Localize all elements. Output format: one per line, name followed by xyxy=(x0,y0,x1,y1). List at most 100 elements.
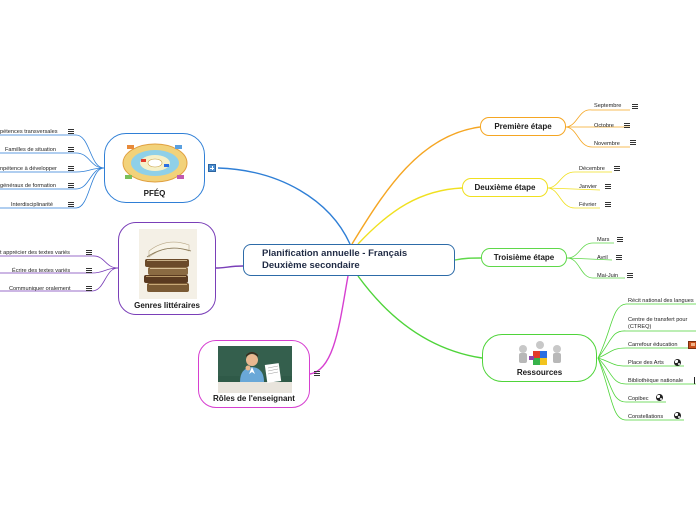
central-title-line2: Deuxième secondaire xyxy=(262,260,360,271)
link-carrefour xyxy=(597,347,696,359)
link-etape3 xyxy=(454,257,482,261)
note-icon[interactable] xyxy=(614,166,620,172)
note-icon[interactable] xyxy=(630,140,636,146)
link-fevrier xyxy=(546,187,600,209)
link-ecrire xyxy=(0,267,119,274)
leaf-constellations[interactable]: Constellations xyxy=(628,414,664,420)
leaf-mai-juin[interactable]: Mai-Juin xyxy=(597,273,619,279)
leaf-recit[interactable]: Récit national des langues xyxy=(628,298,694,304)
topic-genres-litteraires[interactable]: Genres littéraires xyxy=(118,222,216,315)
link-placearts xyxy=(597,357,684,367)
link-copibec xyxy=(597,357,666,403)
note-icon[interactable] xyxy=(68,183,74,189)
note-icon[interactable] xyxy=(616,255,622,261)
leaf-decembre[interactable]: Décembre xyxy=(579,166,605,172)
link-etape1 xyxy=(351,126,481,245)
central-topic[interactable]: Planification annuelle - Français Deuxiè… xyxy=(243,244,455,276)
leaf-lire-apprecier[interactable]: t apprécier des textes variés xyxy=(0,250,70,256)
central-title-line1: Planification annuelle - Français xyxy=(262,248,408,259)
truncated-icon xyxy=(694,377,695,384)
link-maijuin xyxy=(566,257,625,279)
note-icon[interactable] xyxy=(86,250,92,256)
globe-icon[interactable] xyxy=(674,412,681,419)
leaf-familles-situation[interactable]: Familles de situation xyxy=(5,147,56,153)
leaf-avril[interactable]: Avril xyxy=(597,255,608,261)
note-icon[interactable] xyxy=(617,237,623,243)
link-bibliotheque xyxy=(597,357,696,385)
leaf-copibec[interactable]: Copibec xyxy=(628,396,649,402)
link-avril xyxy=(566,257,613,261)
leaf-ecrire[interactable]: Écrire des textes variés xyxy=(12,268,71,274)
books-illustration xyxy=(139,229,197,299)
topic-label: Genres littéraires xyxy=(134,301,200,310)
topic-label: Troisième étape xyxy=(493,253,555,262)
note-icon[interactable] xyxy=(314,371,320,377)
link-communiquer xyxy=(0,267,119,292)
link-ctreq xyxy=(597,330,696,359)
leaf-ctreq-line1[interactable]: Centre de transfert pour xyxy=(628,317,688,323)
pfeq-wheel-illustration xyxy=(122,143,188,183)
note-icon[interactable] xyxy=(632,104,638,110)
topic-pfeq[interactable]: PFÉQ xyxy=(104,133,205,203)
link-pfeq xyxy=(217,167,351,245)
leaf-ctreq-line2[interactable]: (CTREQ) xyxy=(628,324,652,330)
link-ressources xyxy=(357,275,483,359)
leaf-domaines-generaux[interactable]: généraux de formation xyxy=(0,183,56,189)
leaf-novembre[interactable]: Novembre xyxy=(594,141,620,147)
topic-label: PFÉQ xyxy=(143,189,166,198)
leaf-fevrier[interactable]: Février xyxy=(579,202,597,208)
leaf-competence-developper[interactable]: npétence à développer xyxy=(0,166,57,172)
leaf-octobre[interactable]: Octobre xyxy=(594,123,614,129)
leaf-janvier[interactable]: Janvier xyxy=(579,184,598,190)
topic-ressources[interactable]: Ressources xyxy=(482,334,597,382)
image-icon[interactable] xyxy=(688,341,696,349)
topic-troisieme-etape[interactable]: Troisième étape xyxy=(481,248,567,267)
note-icon[interactable] xyxy=(605,202,611,208)
note-icon[interactable] xyxy=(627,273,633,279)
note-icon[interactable] xyxy=(86,286,92,292)
puzzle-people-illustration xyxy=(519,341,561,365)
globe-icon[interactable] xyxy=(656,394,663,401)
note-icon[interactable] xyxy=(68,129,74,135)
link-interdisciplinarite xyxy=(0,167,105,209)
link-etape2 xyxy=(357,187,463,245)
link-roles xyxy=(309,275,349,375)
leaf-bibliotheque[interactable]: Bibliothèque nationale xyxy=(628,378,684,384)
topic-label: Rôles de l'enseignant xyxy=(213,394,295,403)
link-genres xyxy=(215,265,244,269)
expand-icon[interactable] xyxy=(208,164,216,172)
link-competence xyxy=(0,167,105,173)
topic-label: Deuxième étape xyxy=(474,183,536,192)
leaf-interdisciplinarite[interactable]: Interdisciplinarité xyxy=(11,202,53,208)
link-competences xyxy=(0,134,105,169)
teacher-illustration xyxy=(218,346,292,393)
topic-premiere-etape[interactable]: Première étape xyxy=(480,117,566,136)
link-septembre xyxy=(564,109,630,128)
topic-label: Ressources xyxy=(516,368,563,377)
link-decembre xyxy=(546,171,612,189)
leaf-competences-transversales[interactable]: pétences transversales xyxy=(0,129,58,135)
leaf-carrefour[interactable]: Carrefour éducation xyxy=(628,342,678,348)
topic-roles-enseignant[interactable]: Rôles de l'enseignant xyxy=(198,340,310,408)
note-icon[interactable] xyxy=(68,147,74,153)
link-mars xyxy=(566,242,614,259)
topic-deuxieme-etape[interactable]: Deuxième étape xyxy=(462,178,548,197)
note-icon[interactable] xyxy=(605,184,611,190)
link-janvier xyxy=(546,187,601,191)
link-familles xyxy=(0,152,105,169)
link-recit xyxy=(597,303,696,359)
globe-icon[interactable] xyxy=(674,359,681,366)
note-icon[interactable] xyxy=(86,268,92,274)
leaf-mars[interactable]: Mars xyxy=(597,237,610,243)
leaf-septembre[interactable]: Septembre xyxy=(594,103,622,109)
link-constellations xyxy=(597,357,684,421)
note-icon[interactable] xyxy=(624,123,630,129)
leaf-communiquer-oralement[interactable]: Communiquer oralement xyxy=(9,286,71,292)
link-lire xyxy=(0,255,119,269)
topic-label: Première étape xyxy=(494,122,552,131)
note-icon[interactable] xyxy=(68,202,74,208)
leaf-place-des-arts[interactable]: Place des Arts xyxy=(628,360,664,366)
link-novembre xyxy=(564,126,630,148)
note-icon[interactable] xyxy=(68,166,74,172)
